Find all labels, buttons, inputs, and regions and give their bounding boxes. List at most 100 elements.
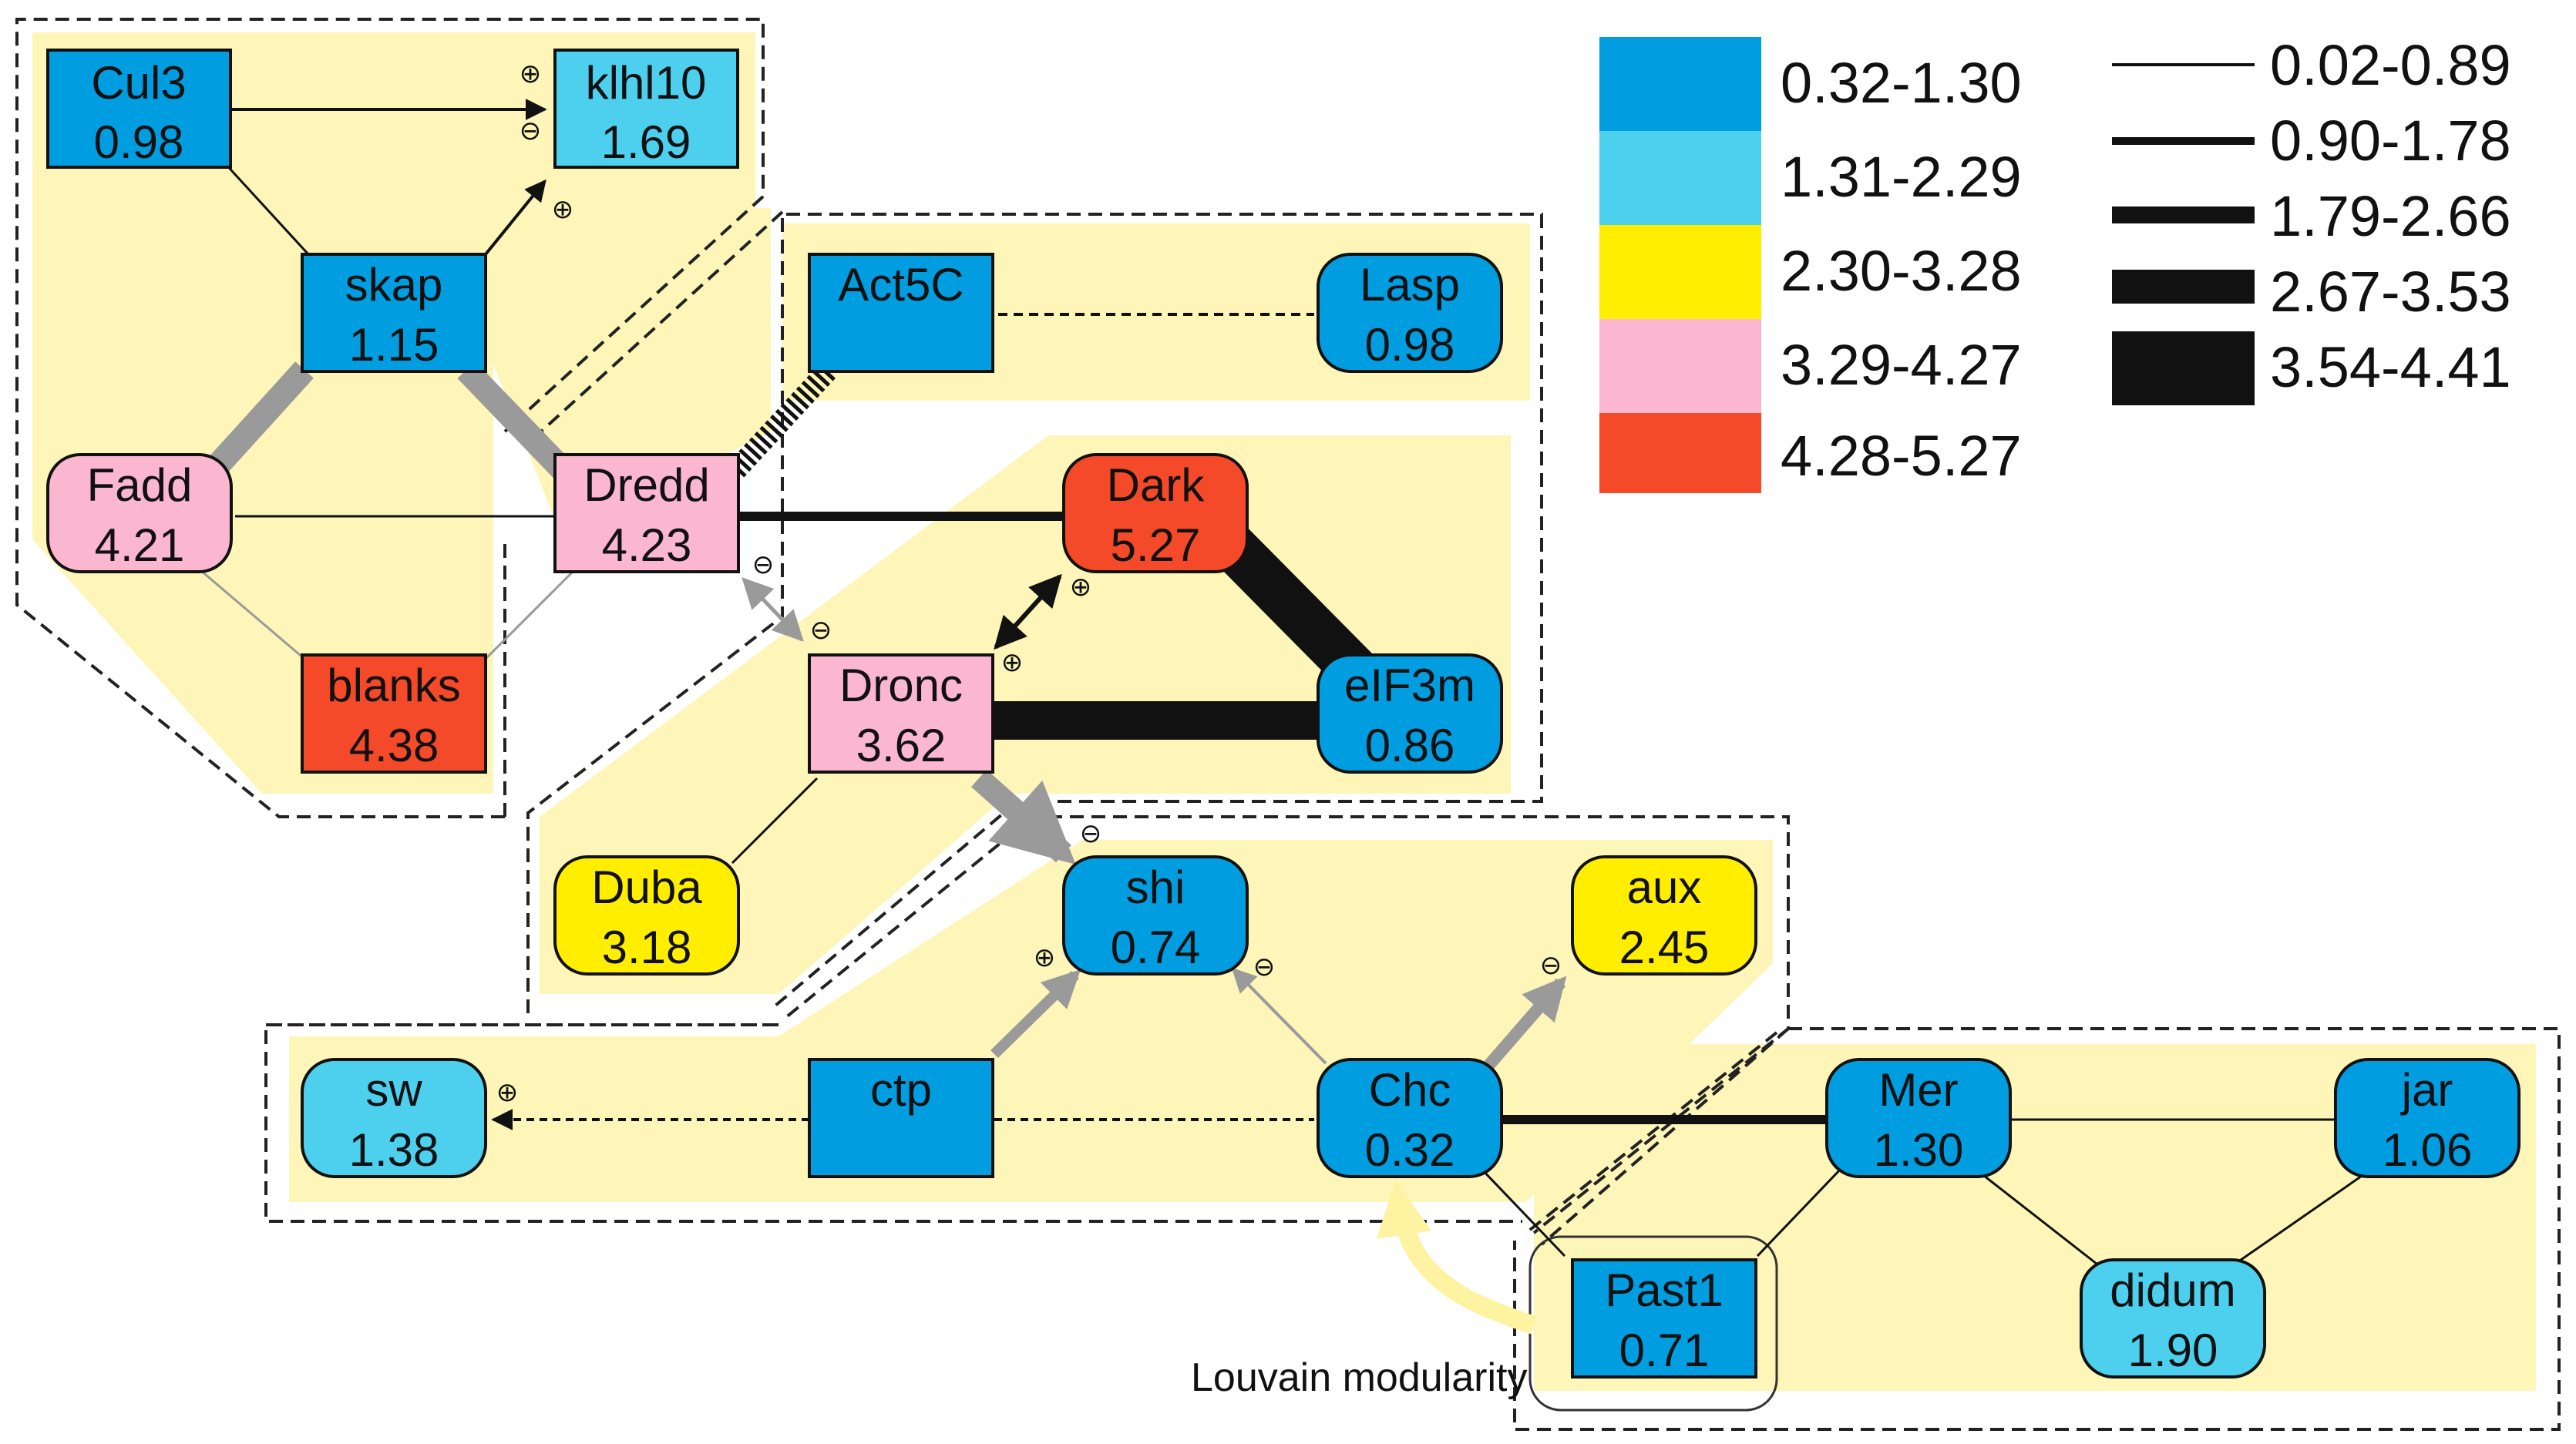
- node-fadd-value: 4.21: [95, 519, 185, 571]
- node-cul3-value: 0.98: [94, 116, 184, 168]
- node-dredd-label: Dredd: [583, 459, 709, 511]
- node-skap-value: 1.15: [349, 319, 439, 371]
- node-sw-label: sw: [365, 1064, 422, 1116]
- louvain-modularity-label: Louvain modularity: [1191, 1355, 1527, 1400]
- node-fadd-shape: [46, 453, 233, 573]
- node-skap[interactable]: skap 1.15: [301, 253, 487, 373]
- node-act5c-shape: [808, 253, 994, 373]
- node-lasp[interactable]: Lasp 0.98: [1317, 253, 1503, 373]
- legend-width-label-4: 2.67-3.53: [2270, 260, 2511, 324]
- legend-width-label-3: 1.79-2.66: [2270, 184, 2511, 248]
- node-dredd-value: 4.23: [602, 519, 692, 571]
- edge-blanks-dredd: [484, 569, 576, 660]
- sign-dredd-dronc-minus-2: ⊖: [810, 615, 832, 646]
- node-chc-label: Chc: [1369, 1064, 1451, 1116]
- node-ctp[interactable]: ctp: [808, 1058, 994, 1178]
- node-dredd[interactable]: Dredd 4.23: [553, 453, 740, 573]
- node-past1[interactable]: Past1 0.71: [1571, 1258, 1757, 1379]
- node-eif3m-label: eIF3m: [1344, 660, 1475, 711]
- legend-color-label-1: 0.32-1.30: [1781, 51, 2022, 115]
- node-klhl10-label: klhl10: [586, 57, 707, 109]
- edge-dredd-dronc: [742, 577, 804, 642]
- node-shi[interactable]: shi 0.74: [1062, 855, 1249, 976]
- legend-width-swatch-3: [2112, 207, 2255, 223]
- node-aux-label: aux: [1627, 861, 1702, 913]
- module-link-border-e: [1525, 1031, 1778, 1234]
- node-aux-value: 2.45: [1619, 922, 1710, 973]
- node-blanks[interactable]: blanks 4.38: [301, 653, 487, 774]
- node-chc[interactable]: Chc 0.32: [1317, 1058, 1503, 1178]
- legend-color-swatch-1: [1599, 37, 1761, 131]
- node-skap-shape: [301, 253, 487, 373]
- node-jar-label: jar: [2400, 1064, 2453, 1116]
- node-didum[interactable]: didum 1.90: [2080, 1258, 2266, 1379]
- node-jar[interactable]: jar 1.06: [2334, 1058, 2521, 1178]
- edge-didum-mer: [1972, 1166, 2097, 1265]
- node-fadd-label: Fadd: [87, 459, 193, 511]
- sign-ctp-shi-plus: ⊕: [1034, 942, 1056, 973]
- node-didum-label: didum: [2110, 1264, 2235, 1316]
- node-dark-value: 5.27: [1111, 519, 1201, 571]
- edge-ctp-shi: [990, 969, 1081, 1058]
- node-mer[interactable]: Mer 1.30: [1825, 1058, 2012, 1178]
- legend-width-swatch-1: [2112, 63, 2255, 66]
- sign-ctp-sw-plus: ⊕: [496, 1077, 519, 1108]
- node-cul3-shape: [46, 49, 232, 169]
- sign-dark-dronc-plus-2: ⊕: [1001, 647, 1024, 678]
- legend-color-label-3: 2.30-3.28: [1781, 239, 2022, 303]
- node-dark-shape: [1062, 453, 1249, 573]
- legend-color-label-2: 1.31-2.29: [1781, 145, 2022, 209]
- node-eif3m[interactable]: eIF3m 0.86: [1317, 653, 1503, 774]
- node-duba[interactable]: Duba 3.18: [553, 855, 740, 976]
- legend-width-label-2: 0.90-1.78: [2270, 109, 2511, 173]
- legend: 0.32-1.30 1.31-2.29 2.30-3.28 3.29-4.27 …: [1599, 33, 2511, 493]
- node-sw[interactable]: sw 1.38: [301, 1058, 487, 1178]
- node-blanks-value: 4.38: [349, 720, 439, 771]
- edge-skap-klhl10: [484, 179, 546, 256]
- legend-width-label-1: 0.02-0.89: [2270, 33, 2511, 97]
- edge-jar-didum: [2235, 1166, 2375, 1265]
- node-skap-label: skap: [345, 259, 443, 311]
- sign-dredd-dronc-minus-1: ⊖: [752, 549, 775, 580]
- node-dronc[interactable]: Dronc 3.62: [808, 653, 994, 774]
- legend-color-label-5: 4.28-5.27: [1781, 424, 2022, 488]
- module-3-border: [1048, 815, 1790, 1234]
- node-mer-label: Mer: [1878, 1064, 1958, 1116]
- module-link-border-a: [503, 195, 765, 433]
- node-ctp-shape: [808, 1058, 994, 1178]
- legend-width-swatch-4: [2112, 270, 2255, 304]
- node-cul3[interactable]: Cul3 0.98: [46, 49, 232, 169]
- node-dark[interactable]: Dark 5.27: [1062, 453, 1249, 573]
- module-1-background: [32, 32, 755, 794]
- node-fadd[interactable]: Fadd 4.21: [46, 453, 233, 573]
- sign-chc-aux-minus: ⊖: [1540, 950, 1562, 981]
- node-dronc-shape: [808, 653, 994, 774]
- sign-skap-klhl10-plus: ⊕: [552, 194, 574, 225]
- node-past1-shape: [1571, 1258, 1757, 1379]
- legend-color-swatch-4: [1599, 319, 1761, 413]
- node-lasp-shape: [1317, 253, 1503, 373]
- node-eif3m-shape: [1317, 653, 1503, 774]
- node-shi-value: 0.74: [1111, 922, 1201, 973]
- node-jar-shape: [2334, 1058, 2521, 1178]
- edge-skap-dredd: [457, 361, 576, 483]
- edge-chc-past1: [1478, 1166, 1566, 1258]
- sign-cul3-klhl10-plus: ⊕: [520, 59, 542, 89]
- node-past1-label: Past1: [1605, 1264, 1723, 1316]
- module-link-border-f: [1540, 1027, 1790, 1246]
- node-aux-shape: [1571, 855, 1757, 976]
- node-aux[interactable]: aux 2.45: [1571, 855, 1757, 976]
- node-klhl10-shape: [553, 49, 739, 169]
- module-4-border-body: [264, 1023, 1522, 1223]
- node-shi-shape: [1062, 855, 1249, 976]
- node-mer-shape: [1825, 1058, 2012, 1178]
- nodes: Cul3 0.98 klhl10 1.69 skap 1.15 Fadd 4.2…: [46, 49, 2521, 1379]
- edge-dark-dronc: [994, 573, 1062, 650]
- module-5-border: [1513, 1027, 2561, 1431]
- node-act5c[interactable]: Act5C: [808, 253, 994, 373]
- node-blanks-shape: [301, 653, 487, 774]
- node-eif3m-value: 0.86: [1365, 720, 1455, 771]
- node-dredd-shape: [553, 453, 740, 573]
- node-klhl10[interactable]: klhl10 1.69: [553, 49, 739, 169]
